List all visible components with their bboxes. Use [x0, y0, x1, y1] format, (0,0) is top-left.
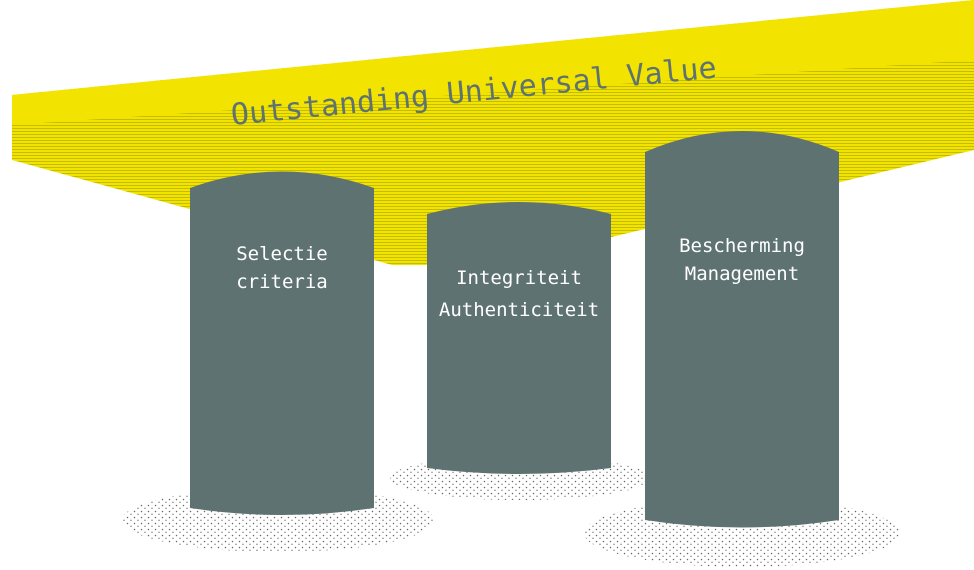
pillar-selectie: Selectie criteria — [190, 171, 374, 515]
pillar-label-line2: criteria — [236, 271, 328, 293]
pillar-body — [190, 171, 374, 515]
pillar-body — [427, 202, 611, 474]
pillar-label-line2: Management — [685, 263, 799, 285]
pillar-label-line1: Bescherming — [679, 235, 805, 257]
pillar-label-line1: Selectie — [236, 243, 328, 265]
pillar-integriteit: Integriteit Authenticiteit — [427, 202, 611, 474]
banner-top-band — [12, 0, 974, 125]
pillar-label-line2: Authenticiteit — [439, 299, 599, 321]
pillar-bescherming: Bescherming Management — [645, 131, 839, 528]
pillar-body — [645, 131, 839, 528]
pillar-label-line1: Integriteit — [456, 267, 582, 289]
